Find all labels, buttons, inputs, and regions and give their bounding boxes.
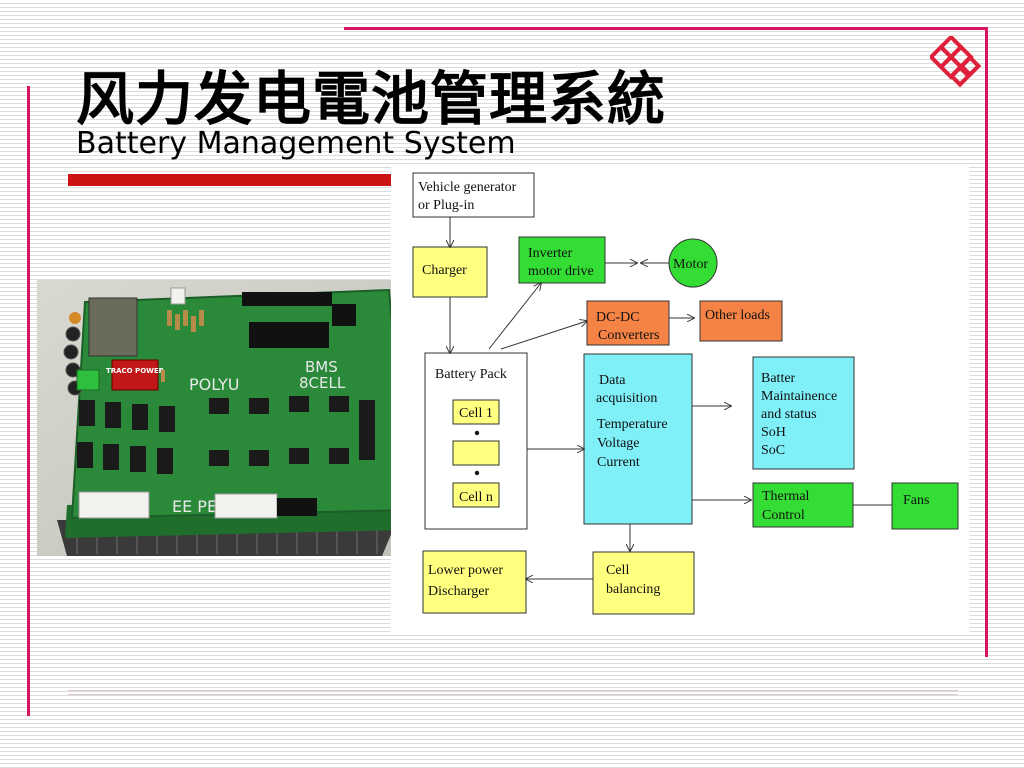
data-acq-line-3: Temperature [597,417,668,432]
footer-rule-1 [68,690,958,691]
cell-1-box [452,399,500,425]
top-accent-line [344,27,988,30]
cell-count-text: 8CELL [299,374,346,392]
vehicle-line-1: Vehicle generator [418,180,517,195]
traco-label: TRACO POWER [106,367,165,375]
bms-block-diagram: Vehicle generator or Plug-in Charger Inv… [391,167,969,635]
data-acq-line-1: Data [599,373,626,388]
page-title: 风力发电電池管理系統 [76,65,667,133]
cell-middle-box [452,440,500,466]
batter-maintenance-box [752,356,855,470]
cell-balancing-line-2: balancing [606,582,660,597]
polyu-text: POLYU [189,375,240,394]
data-acq-line-4: Voltage [597,436,640,451]
cell-n-box [452,482,500,508]
left-accent-line [27,86,30,716]
vehicle-line-2: or Plug-in [418,198,474,213]
inverter-line-1: Inverter [528,246,573,261]
dcdc-box [586,300,670,346]
motor-label: Motor [673,257,708,272]
footer-rule-2 [68,694,958,695]
thermal-line-1: Thermal [762,489,810,504]
fans-label: Fans [903,493,929,508]
maint-line-2: Maintainence [761,389,837,404]
fans-box [891,482,959,530]
other-loads-box [699,300,783,342]
vehicle-generator-box [412,172,535,218]
inverter-line-2: motor drive [528,264,594,279]
other-loads-label: Other loads [705,308,770,323]
maint-line-3: and status [761,407,817,422]
inverter-box [518,236,606,284]
charger-label: Charger [422,263,467,278]
cell-balancing-box [592,551,695,615]
data-acq-line-5: Current [597,455,640,470]
arrow-battery-inverter [488,283,541,350]
data-acquisition-box [583,353,693,525]
cell-balancing-line-1: Cell [606,563,629,578]
charger-box [412,246,488,298]
lower-power-line-1: Lower power [428,563,503,578]
maint-line-5: SoC [761,443,785,458]
lower-power-line-2: Discharger [428,584,489,599]
page-subtitle: Battery Management System [76,126,516,161]
thermal-line-2: Control [762,508,805,523]
maint-line-4: SoH [761,425,786,440]
battery-pack-label: Battery Pack [435,367,507,382]
polyu-logo [930,36,982,88]
data-acq-line-2: acquisition [596,391,657,406]
dcdc-line-1: DC-DC [596,310,640,325]
right-accent-line [985,27,988,657]
lower-power-box [422,550,527,614]
arrow-battery-dcdc [500,321,587,350]
maint-line-1: Batter [761,371,796,386]
cell-n-label: Cell n [459,490,493,505]
dcdc-line-2: Converters [598,328,659,343]
bms-text: BMS [305,358,338,376]
bms-board-photo: TRACO POWER BMS 8CELL POLYU EE PERC [37,280,410,556]
title-underline-bar [68,174,398,186]
cell-1-label: Cell 1 [459,406,493,421]
thermal-control-box [752,482,854,528]
